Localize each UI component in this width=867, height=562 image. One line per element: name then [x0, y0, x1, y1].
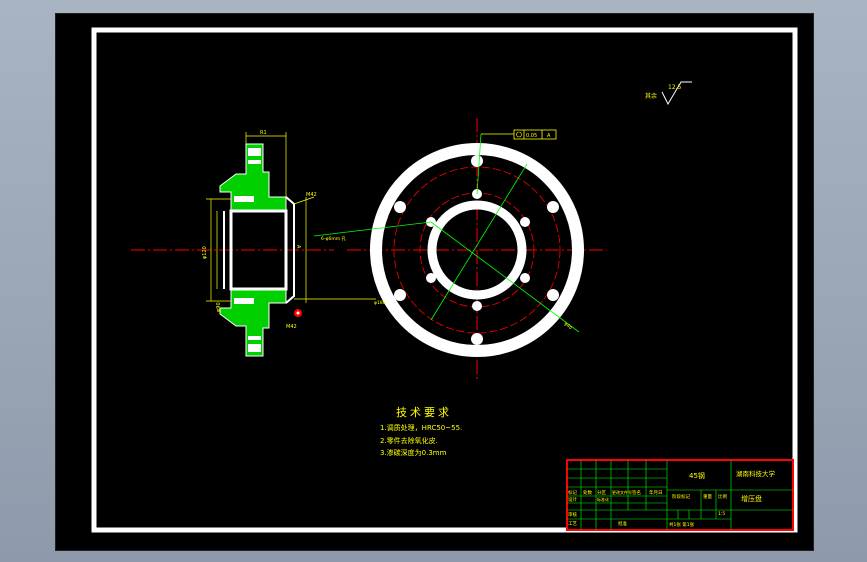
std-label: 标准化 — [597, 496, 609, 502]
left-label-1: 设计 — [568, 496, 577, 503]
weight-label: 重量 — [703, 493, 712, 500]
title-school: 湖南科技大学 — [736, 469, 776, 478]
outer-holes — [394, 155, 559, 345]
approve-label: 批准 — [618, 520, 627, 527]
leader-horizontal — [313, 221, 432, 237]
tolerance-value: 0.05 — [526, 133, 537, 139]
section-lower-body — [219, 288, 287, 357]
svg-text:φ120: φ120 — [202, 246, 208, 259]
drawing-canvas: 其余 12.5 R1 M42 — [91, 27, 798, 533]
tech-req-item-1: 1.调质处理，HRC50~55. — [380, 423, 462, 432]
scale-value: 1:5 — [718, 511, 725, 517]
tech-req-item-2: 2.零件去除氧化皮. — [380, 436, 438, 445]
svg-text:R1: R1 — [260, 130, 267, 136]
tolerance-datum: A — [547, 133, 551, 139]
roughness-prefix: 其余 — [645, 92, 657, 100]
left-label-2: 审核 — [568, 511, 577, 518]
title-part-name: 增压盘 — [741, 494, 762, 503]
outer-ring — [370, 143, 584, 357]
svg-text:A: A — [295, 245, 301, 249]
row-label-5: 签名 — [632, 489, 641, 496]
title-block: 45钢 湖南科技大学 增压盘 标记 处数 分区 更改文件号 签名 年月日 设计 … — [566, 459, 794, 531]
svg-text:φ40: φ40 — [563, 321, 574, 331]
svg-text:M42: M42 — [286, 324, 297, 330]
scale-label: 比例 — [718, 493, 727, 500]
sheet-label: 共1张 第1张 — [669, 521, 695, 528]
drawing-border — [91, 27, 798, 533]
cad-viewport[interactable]: 其余 12.5 R1 M42 — [55, 13, 814, 551]
row-label-6: 年月日 — [649, 489, 663, 496]
roughness-symbol: 其余 12.5 — [645, 81, 692, 106]
leader-diagonal-2 — [430, 221, 580, 333]
section-view: R1 M42 A M42 φ120 φ90 — [131, 130, 376, 357]
stage-label: 阶段标记 — [672, 493, 690, 500]
inner-hub-ring — [427, 200, 527, 300]
svg-text:φ180: φ180 — [374, 300, 386, 306]
tech-req-item-3: 3.渗碳深度为0.3mm — [380, 448, 447, 457]
row-label-4: 更改文件号 — [612, 489, 632, 495]
section-bore-outline — [229, 209, 288, 291]
tech-requirements: 技术要求 1.调质处理，HRC50~55. 2.零件去除氧化皮. 3.渗碳深度为… — [380, 406, 462, 457]
tech-req-title: 技术要求 — [396, 406, 452, 419]
row-label-3: 分区 — [597, 489, 606, 496]
inner-holes — [426, 189, 530, 311]
left-label-3: 工艺 — [568, 521, 577, 527]
svg-text:6-φ6mm 孔: 6-φ6mm 孔 — [321, 235, 347, 242]
svg-text:M42: M42 — [306, 192, 317, 198]
tolerance-frame: 0.05 A — [481, 129, 557, 140]
svg-text:φ90: φ90 — [216, 302, 222, 312]
title-material: 45钢 — [689, 471, 705, 480]
leader-diagonal-1 — [430, 163, 528, 321]
roughness-value: 12.5 — [668, 84, 682, 91]
front-view: 6-φ6mm 孔 φ180 φ40 0.05 A — [313, 118, 607, 380]
row-label-1: 标记 — [568, 489, 577, 496]
row-label-2: 处数 — [583, 489, 592, 496]
